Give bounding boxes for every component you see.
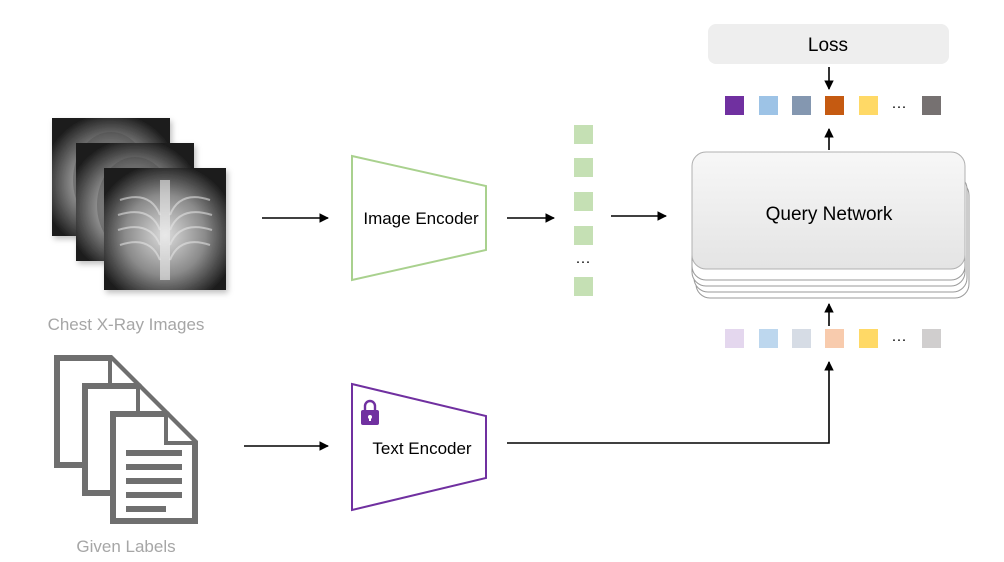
text-encoder-block xyxy=(351,382,487,512)
output-token-row: ··· xyxy=(725,96,941,115)
output-token xyxy=(792,96,811,115)
label-query-token xyxy=(859,329,878,348)
output-token xyxy=(859,96,878,115)
xray-image-stack xyxy=(52,118,226,290)
loss-box xyxy=(708,24,949,64)
label-query-token xyxy=(922,329,941,348)
output-token xyxy=(825,96,844,115)
given-labels-caption: Given Labels xyxy=(76,537,175,556)
label-query-token xyxy=(825,329,844,348)
image-feature-token xyxy=(574,125,593,144)
label-query-token xyxy=(725,329,744,348)
image-encoder-block xyxy=(351,154,487,282)
document-stack-icon xyxy=(54,355,198,524)
xray-image-3 xyxy=(104,168,226,290)
output-token xyxy=(725,96,744,115)
loss-label: Loss xyxy=(808,35,848,56)
query-network-block: Query Network xyxy=(691,151,970,299)
feature-ellipsis: ··· xyxy=(576,253,591,270)
output-ellipsis: ··· xyxy=(892,98,907,115)
image-feature-token xyxy=(574,226,593,245)
image-encoder-label: Image Encoder xyxy=(363,209,479,228)
image-feature-token xyxy=(574,277,593,296)
output-token xyxy=(759,96,778,115)
query-network-label: Query Network xyxy=(766,204,893,225)
label-query-token xyxy=(759,329,778,348)
text-encoder-label: Text Encoder xyxy=(372,439,472,458)
chest-xray-caption: Chest X-Ray Images xyxy=(48,315,205,334)
input-token-row: ··· xyxy=(725,329,941,348)
image-feature-token xyxy=(574,192,593,211)
arrow-text-encoder-to-tokens xyxy=(507,361,834,444)
output-token xyxy=(922,96,941,115)
image-feature-column: ··· xyxy=(574,125,593,296)
label-query-token xyxy=(792,329,811,348)
lock-icon xyxy=(361,399,379,425)
input-ellipsis: ··· xyxy=(892,331,907,348)
document-icon-3 xyxy=(110,411,198,524)
image-feature-token xyxy=(574,158,593,177)
